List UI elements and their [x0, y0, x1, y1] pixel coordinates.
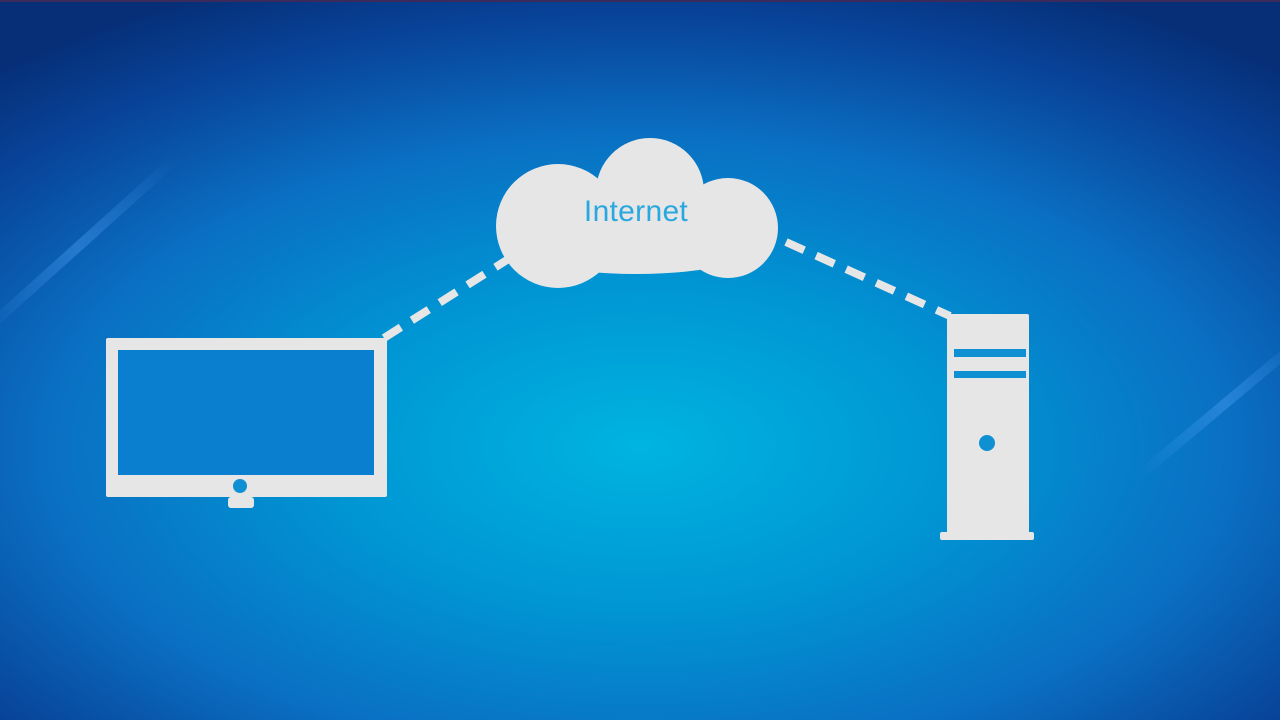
- server-drive-bay-1: [954, 349, 1026, 357]
- cloud-shape[interactable]: [496, 138, 778, 288]
- monitor-icon[interactable]: [106, 338, 387, 508]
- server-tower-icon[interactable]: [940, 314, 1034, 540]
- server-power-dot: [979, 435, 995, 451]
- top-border: [0, 0, 1280, 2]
- monitor-power-dot: [233, 479, 247, 493]
- connection-monitor-to-cloud: [381, 254, 513, 342]
- server-drive-bay-2: [954, 371, 1026, 378]
- connection-cloud-to-server: [784, 238, 952, 320]
